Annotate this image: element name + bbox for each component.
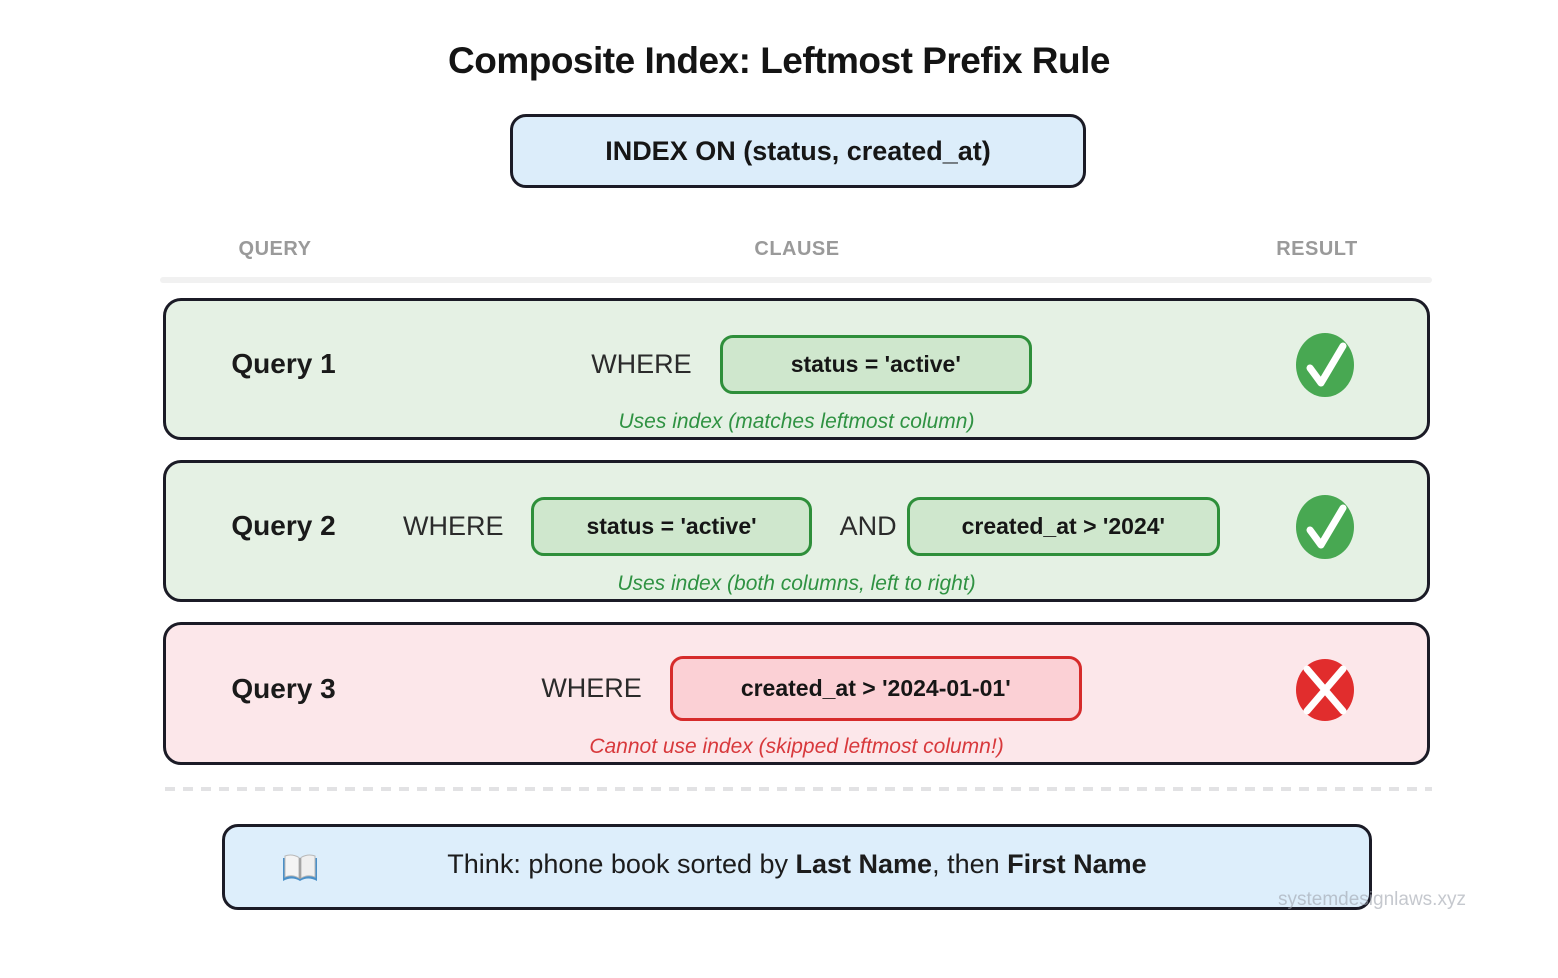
header-separator: [160, 277, 1432, 283]
hint-bold-first-name: First Name: [1007, 848, 1147, 879]
index-definition-label: INDEX ON (status, created_at): [605, 135, 991, 166]
hint-text-middle: , then: [932, 848, 1008, 879]
column-header-result: RESULT: [1276, 238, 1358, 260]
footer-hint-box: Think: phone book sorted by Last Name, t…: [222, 824, 1372, 910]
index-definition-box: INDEX ON (status, created_at): [510, 114, 1086, 188]
watermark: systemdesignlaws.xyz: [1278, 889, 1466, 910]
page-title: Composite Index: Leftmost Prefix Rule: [448, 40, 1111, 81]
query-2-result: [1222, 493, 1427, 561]
query-1-label: Query 1: [231, 348, 336, 379]
and-keyword: AND: [839, 510, 897, 541]
query-row-3: Query 3 WHERE created_at > '2024-01-01' …: [163, 622, 1430, 765]
query-row-2: Query 2 WHERE status = 'active' AND crea…: [163, 460, 1430, 602]
query-3-label: Query 3: [231, 672, 336, 704]
query-3-note: Cannot use index (skipped leftmost colum…: [589, 735, 1004, 758]
dashed-divider: [165, 787, 1432, 791]
hint-bold-last-name: Last Name: [795, 848, 933, 879]
where-keyword: WHERE: [541, 673, 642, 703]
check-circle-icon: [1295, 495, 1354, 559]
query-3-result: [1222, 657, 1427, 723]
condition-pill: created_at > '2024-01-01': [669, 656, 1082, 721]
footer-hint-text: Think: phone book sorted by Last Name, t…: [447, 849, 1146, 880]
query-2-label: Query 2: [231, 510, 336, 541]
query-1-result: [1222, 331, 1427, 399]
query-row-1: Query 1 WHERE status = 'active' Uses ind…: [163, 298, 1430, 440]
check-circle-icon: [1295, 333, 1354, 397]
where-keyword: WHERE: [591, 348, 692, 379]
column-header-clause: CLAUSE: [754, 238, 840, 260]
condition-pill: status = 'active': [719, 334, 1032, 394]
query-2-clause: WHERE status = 'active' AND created_at >…: [401, 496, 1222, 556]
column-header-query: QUERY: [238, 238, 312, 260]
query-3-clause: WHERE created_at > '2024-01-01': [401, 656, 1222, 721]
where-keyword: WHERE: [402, 510, 504, 541]
x-circle-icon: [1295, 658, 1354, 721]
query-2-note: Uses index (both columns, left to right): [617, 572, 976, 595]
hint-text-prefix: Think: phone book sorted by: [447, 848, 796, 879]
condition-pill: status = 'active': [531, 496, 812, 556]
query-1-clause: WHERE status = 'active': [401, 334, 1222, 394]
query-1-note: Uses index (matches leftmost column): [618, 410, 975, 433]
open-book-icon: [281, 853, 319, 890]
condition-pill: created_at > '2024': [906, 496, 1220, 556]
